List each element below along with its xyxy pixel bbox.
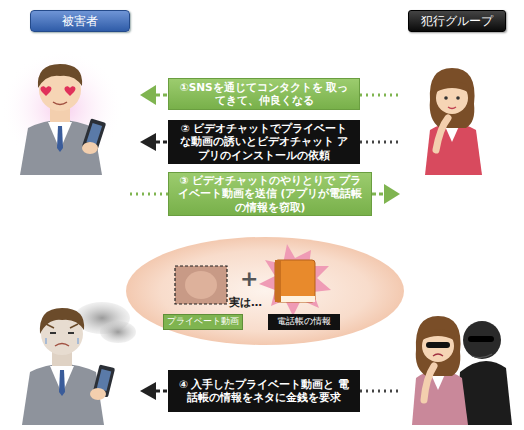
node-label: 電話帳の情報	[277, 316, 331, 327]
woman-top	[425, 68, 482, 175]
step-band: ③ ビデオチャットのやりとりで プライベート動画を送信 (アプリが電話帳の情報を…	[168, 172, 372, 216]
reveal-text: 実は…	[229, 296, 262, 310]
role-header: 犯行グループ	[408, 10, 506, 32]
node-label: ①SNSを通じてコンタクトを 取ってきて、仲良くなる	[177, 81, 351, 107]
node-label: ④ 入手したプライベート動画と 電話帳の情報をネタに金銭を要求	[176, 378, 352, 404]
item-tag: 電話帳の情報	[268, 314, 340, 330]
node-label: プライベート動画	[167, 316, 239, 327]
node-label: 被害者	[62, 14, 98, 29]
gang	[412, 316, 512, 425]
step-band: ①SNSを通じてコンタクトを 取ってきて、仲良くなる	[168, 78, 360, 110]
step-band: ④ 入手したプライベート動画と 電話帳の情報をネタに金銭を要求	[168, 370, 360, 412]
node-label: ② ビデオチャットでプライベート な動画の誘いとビデオチャット アプリのインスト…	[176, 122, 352, 161]
victim-happy	[0, 50, 124, 175]
node-label: ③ ビデオチャットのやりとりで プライベート動画を送信 (アプリが電話帳の情報を…	[177, 174, 363, 213]
role-header: 被害者	[30, 10, 130, 32]
reveal-ellipse: 実は… プライベート動画 電話帳の情報	[125, 236, 405, 346]
item-tag: プライベート動画	[163, 314, 243, 330]
victim-sad	[22, 302, 136, 425]
step-band: ② ビデオチャットでプライベート な動画の誘いとビデオチャット アプリのインスト…	[168, 120, 360, 164]
plus-sign: +	[240, 266, 258, 291]
node-label: 犯行グループ	[421, 14, 493, 29]
